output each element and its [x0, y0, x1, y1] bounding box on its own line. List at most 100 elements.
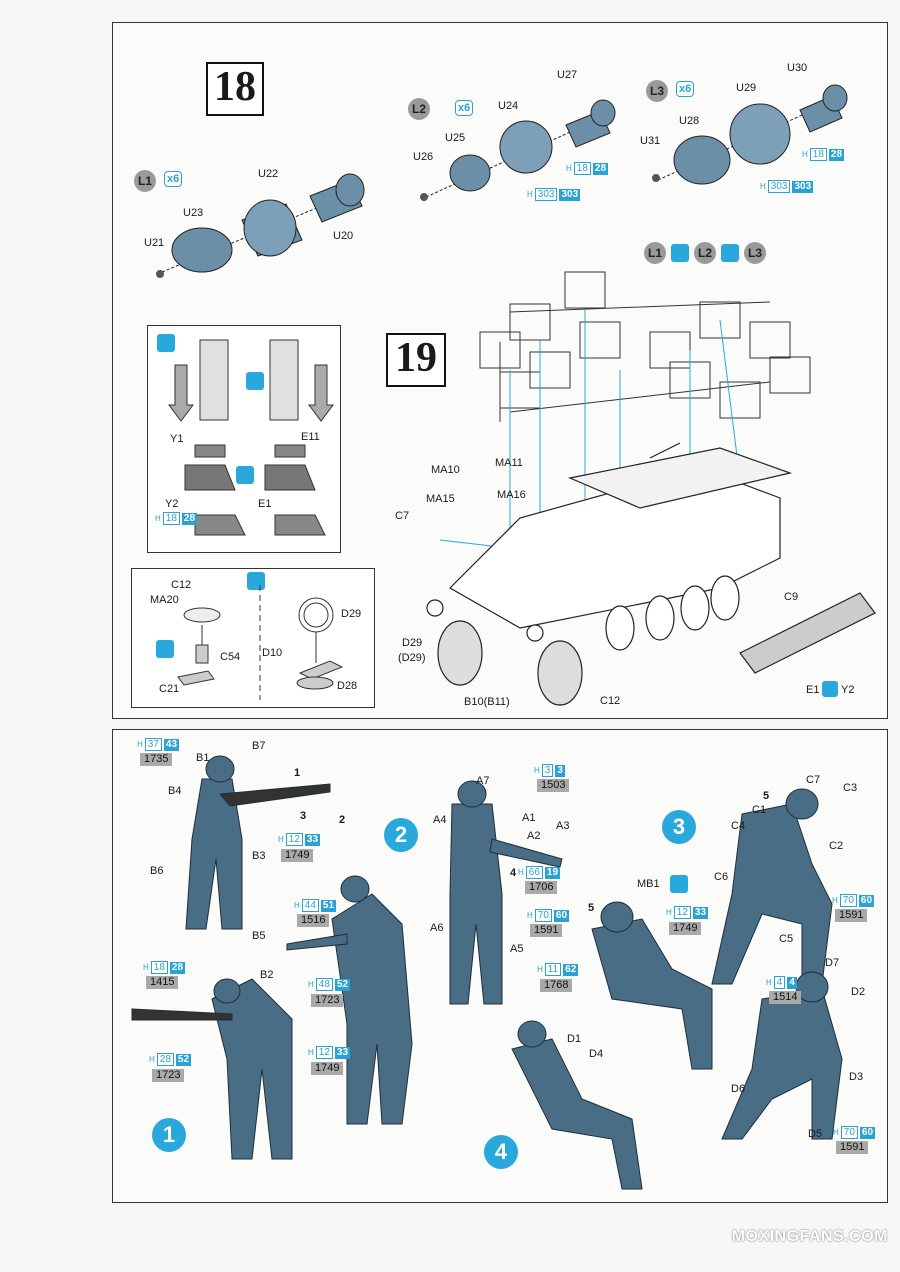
quantity-badge-l3: x6 [676, 81, 695, 97]
part-label-a5: A5 [510, 943, 524, 955]
part-label-d4: D4 [589, 1048, 604, 1060]
part-label-c7: C7 [395, 510, 410, 522]
part-label-u24: U24 [498, 100, 519, 112]
watermark: MOXINGFANS.COM [731, 1228, 888, 1245]
part-label-d29: D29 [402, 637, 423, 649]
glue-icon [157, 334, 175, 352]
paint-code: 1749 [281, 849, 314, 862]
part-label-u20: U20 [333, 230, 354, 242]
part-label-u28: U28 [679, 115, 700, 127]
part-label-b2: B2 [260, 969, 274, 981]
part-label-b7: B7 [252, 740, 266, 752]
assembly-icon [236, 466, 254, 484]
part-label-u21: U21 [144, 237, 165, 249]
group-badge-l1: L1 [134, 170, 156, 192]
part-label-b3: B3 [252, 850, 266, 862]
part-label-c7: C7 [806, 774, 821, 786]
paint-drop-icon [670, 875, 688, 893]
part-label-b5: B5 [252, 930, 266, 942]
part-label-y2: Y2 [841, 684, 855, 696]
crew-figures-drawing [131, 755, 843, 1190]
paint-drop-icon [156, 640, 174, 658]
paint-code: 1591 [836, 1141, 869, 1154]
part-label-u25: U25 [445, 132, 466, 144]
part-label-e1: E1 [258, 498, 272, 510]
callout-5: 5 [588, 902, 595, 914]
paint-code: 1749 [311, 1062, 344, 1075]
part-label-d6: D6 [731, 1083, 746, 1095]
part-label-b6: B6 [150, 865, 164, 877]
part-label-e1: E1 [806, 684, 820, 696]
headlight-parts-drawing [177, 585, 344, 700]
part-label-mb1: MB1 [637, 878, 660, 890]
part-label-u31: U31 [640, 135, 661, 147]
paint-code: 1749 [669, 922, 702, 935]
part-label-d10: D10 [262, 647, 283, 659]
part-label-ma11: MA11 [495, 457, 523, 469]
part-label-ma20: MA20 [150, 594, 179, 606]
part-label-d2: D2 [851, 986, 866, 998]
part-label-u22: U22 [258, 168, 279, 180]
part-label-a7: A7 [476, 775, 490, 787]
halftrack-drawing [426, 442, 876, 706]
part-label-ma15: MA15 [426, 493, 455, 505]
part-label-a6: A6 [430, 922, 444, 934]
part-label-u30: U30 [787, 62, 808, 74]
paint-code: 1723 [311, 994, 344, 1007]
part-label-d29: D29 [341, 608, 362, 620]
part-label-c1: C1 [752, 804, 767, 816]
group-badge-l3: L3 [646, 80, 668, 102]
part-label-a4: A4 [433, 814, 447, 826]
part-label-u26: U26 [413, 151, 434, 163]
callout-2: 2 [339, 814, 346, 826]
part-label-ma10: MA10 [431, 464, 460, 476]
paint-code: 1768 [540, 979, 573, 992]
part-label-d5: D5 [808, 1128, 823, 1140]
paint-code: 1706 [525, 881, 558, 894]
part-label-u23: U23 [183, 207, 204, 219]
part-label-c12: C12 [171, 579, 192, 591]
part-label-ma16: MA16 [497, 489, 526, 501]
part-label-a2: A2 [527, 830, 541, 842]
step-number-19: 19 [386, 333, 446, 387]
group-badge-l2: L2 [408, 98, 430, 120]
part-label-b10: B10(B11) [464, 696, 510, 708]
callout-4: 4 [510, 867, 517, 879]
paint-code: 1735 [140, 753, 173, 766]
paint-code: 1514 [769, 991, 802, 1004]
part-label-c9: C9 [784, 591, 799, 603]
part-label-c21: C21 [159, 683, 180, 695]
assembly-icon [671, 244, 689, 262]
part-label-u27: U27 [557, 69, 578, 81]
part-label-c3: C3 [843, 782, 858, 794]
callout-5: 5 [763, 790, 770, 802]
part-label-c54: C54 [220, 651, 241, 663]
paint-code: 1723 [152, 1069, 185, 1082]
part-label-c12: C12 [600, 695, 621, 707]
step-number-18: 18 [206, 62, 264, 116]
figure-number-2: 2 [384, 818, 418, 852]
quantity-badge-l2: x6 [455, 100, 474, 116]
part-label-b1: B1 [196, 752, 210, 764]
part-label-d29-alt: (D29) [398, 652, 426, 664]
track-links-drawing [168, 339, 334, 536]
frame-label-l2: L2 [694, 242, 716, 264]
part-label-d1: D1 [567, 1033, 582, 1045]
paint-code: 1591 [530, 924, 563, 937]
part-label-y1: Y1 [170, 433, 184, 445]
frame-label-l3: L3 [744, 242, 766, 264]
figure-number-4: 4 [484, 1135, 518, 1169]
